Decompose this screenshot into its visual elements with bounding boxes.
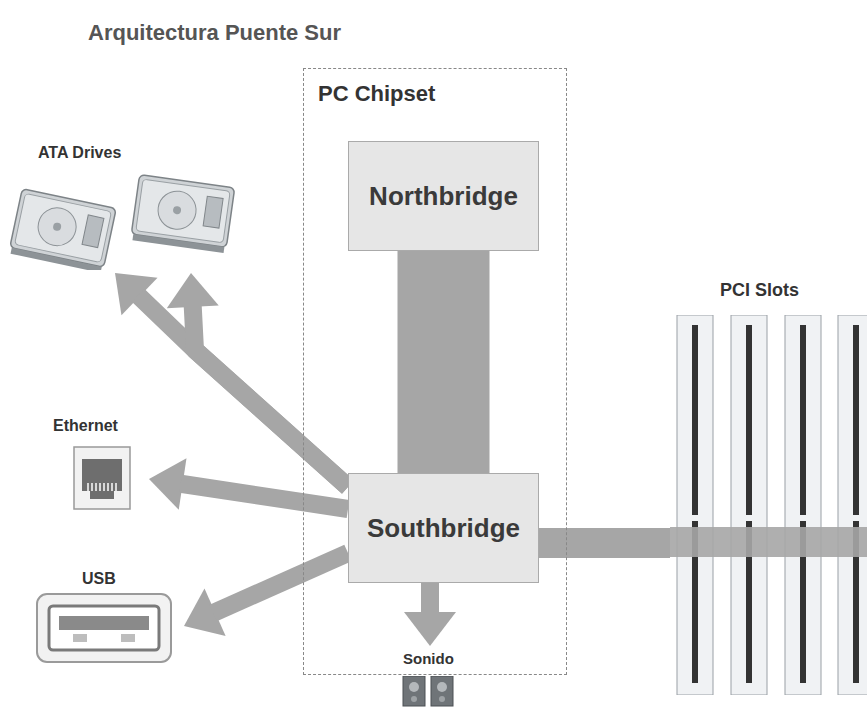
drive-group: ATA Drives bbox=[5, 140, 240, 270]
bus-connector bbox=[149, 458, 348, 509]
node-label: Southbridge bbox=[367, 513, 520, 544]
illustration bbox=[72, 445, 132, 511]
bus-connector bbox=[184, 553, 348, 636]
bus-connector bbox=[115, 273, 348, 487]
ethernet-port: Ethernet bbox=[45, 415, 145, 515]
node-label: Sonido bbox=[403, 650, 454, 667]
chipset-group: PC ChipsetNorthbridgeSouthbridge bbox=[303, 68, 567, 675]
node-label: PCI Slots bbox=[720, 280, 799, 301]
illustration bbox=[35, 592, 173, 664]
sound-output: Sonido bbox=[385, 648, 475, 708]
chip-box: Northbridge bbox=[348, 141, 539, 251]
node-label: Northbridge bbox=[369, 181, 518, 212]
node-label: PC Chipset bbox=[318, 81, 435, 107]
bus-connector bbox=[443, 251, 444, 473]
illustration bbox=[385, 676, 475, 707]
node-label: USB bbox=[82, 570, 116, 588]
node-label: ATA Drives bbox=[38, 144, 121, 162]
bus-connector bbox=[404, 583, 456, 646]
illustration bbox=[670, 315, 867, 695]
diagram-title: Arquitectura Puente Sur bbox=[88, 20, 341, 46]
pci-slots: PCI Slots bbox=[670, 278, 867, 698]
node-label: Ethernet bbox=[53, 417, 118, 435]
illustration bbox=[5, 166, 240, 270]
chip-box: Southbridge bbox=[348, 473, 539, 583]
bus-connector bbox=[539, 543, 670, 544]
usb-port: USB bbox=[30, 568, 180, 666]
